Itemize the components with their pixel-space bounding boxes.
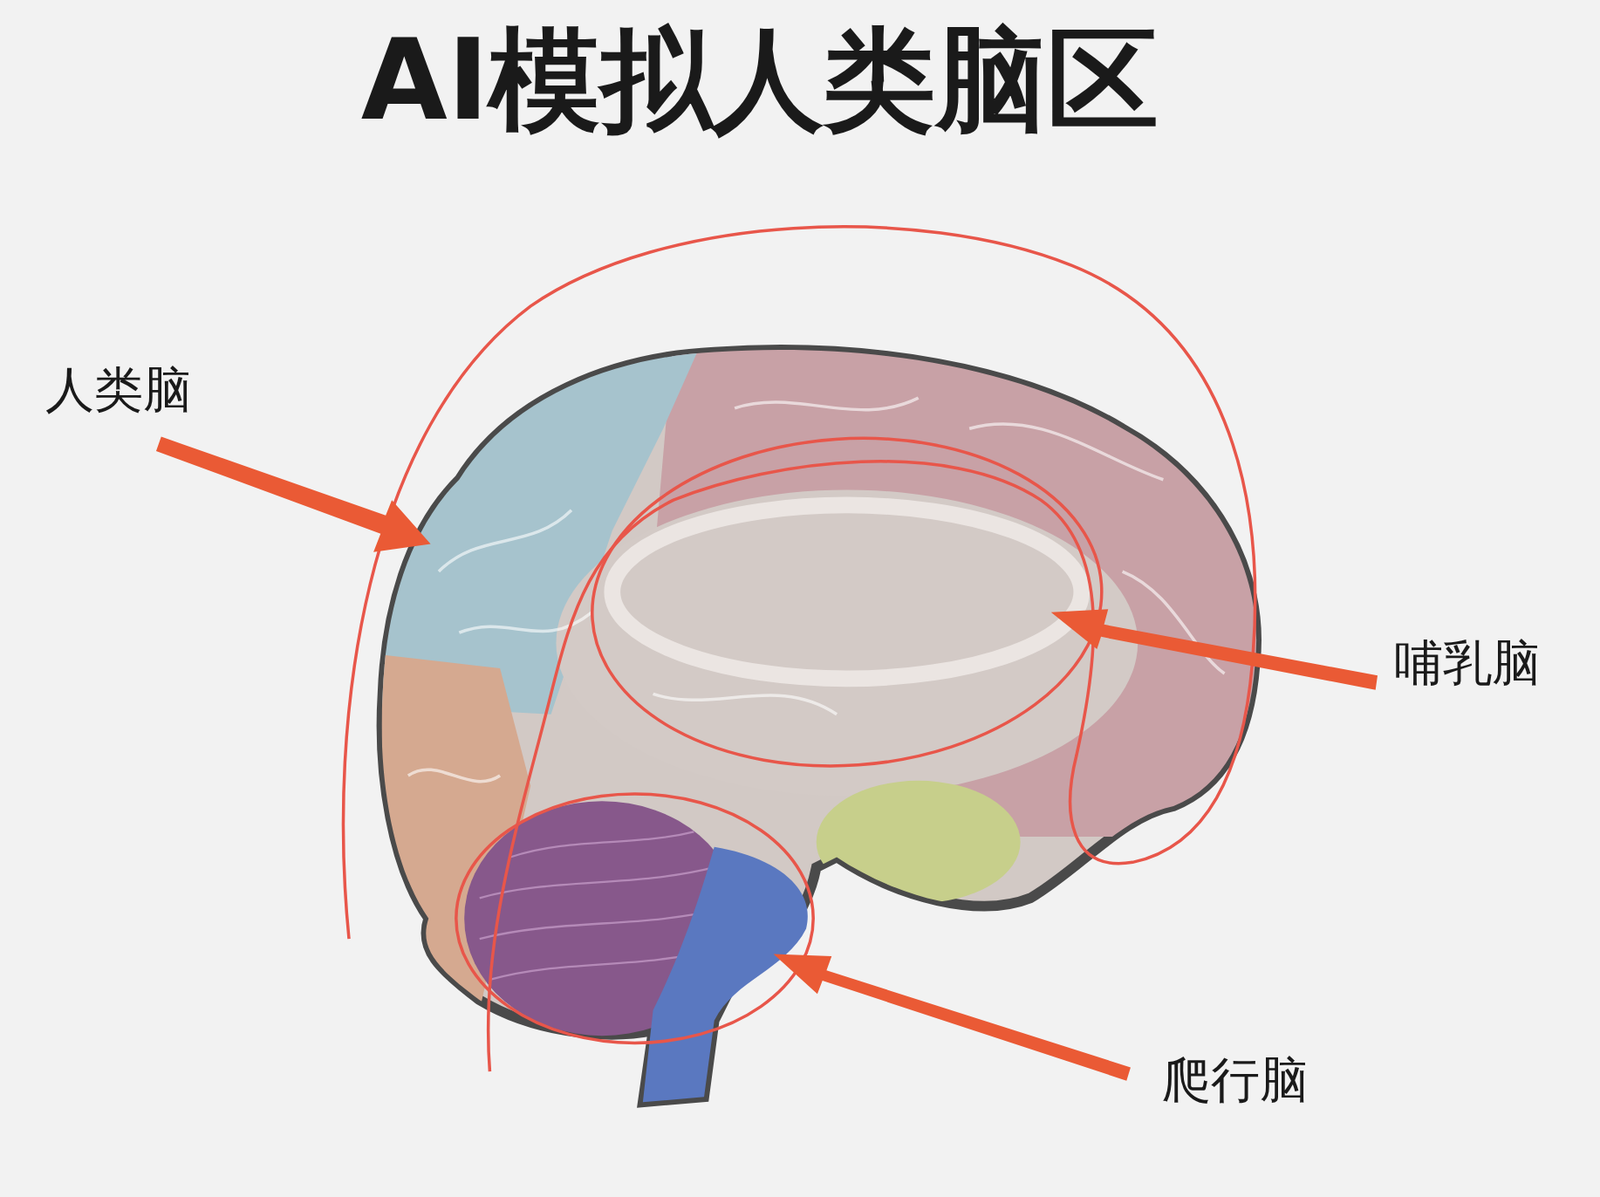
arrow-mammal: [1051, 608, 1378, 690]
red-arrows: [156, 437, 1378, 1081]
outer-spiral: [343, 226, 1256, 1072]
region-label: 爬行脑: [1162, 1052, 1309, 1108]
arrow-human: [156, 437, 431, 553]
brainstem: [642, 847, 808, 1102]
diagram-title: AI模拟人类脑区: [149, 19, 1371, 143]
region-label: 哺乳脑: [1394, 635, 1541, 691]
medial-surface: [555, 489, 1138, 796]
reptile-ring: [456, 793, 814, 1043]
red-annotations: [343, 226, 1256, 1072]
arrow-reptile: [773, 954, 1131, 1081]
region-label: 人类脑: [45, 362, 192, 418]
mammal-ring: [581, 421, 1114, 783]
olive-lobe: [816, 780, 1021, 903]
corpus-callosum: [612, 505, 1082, 679]
